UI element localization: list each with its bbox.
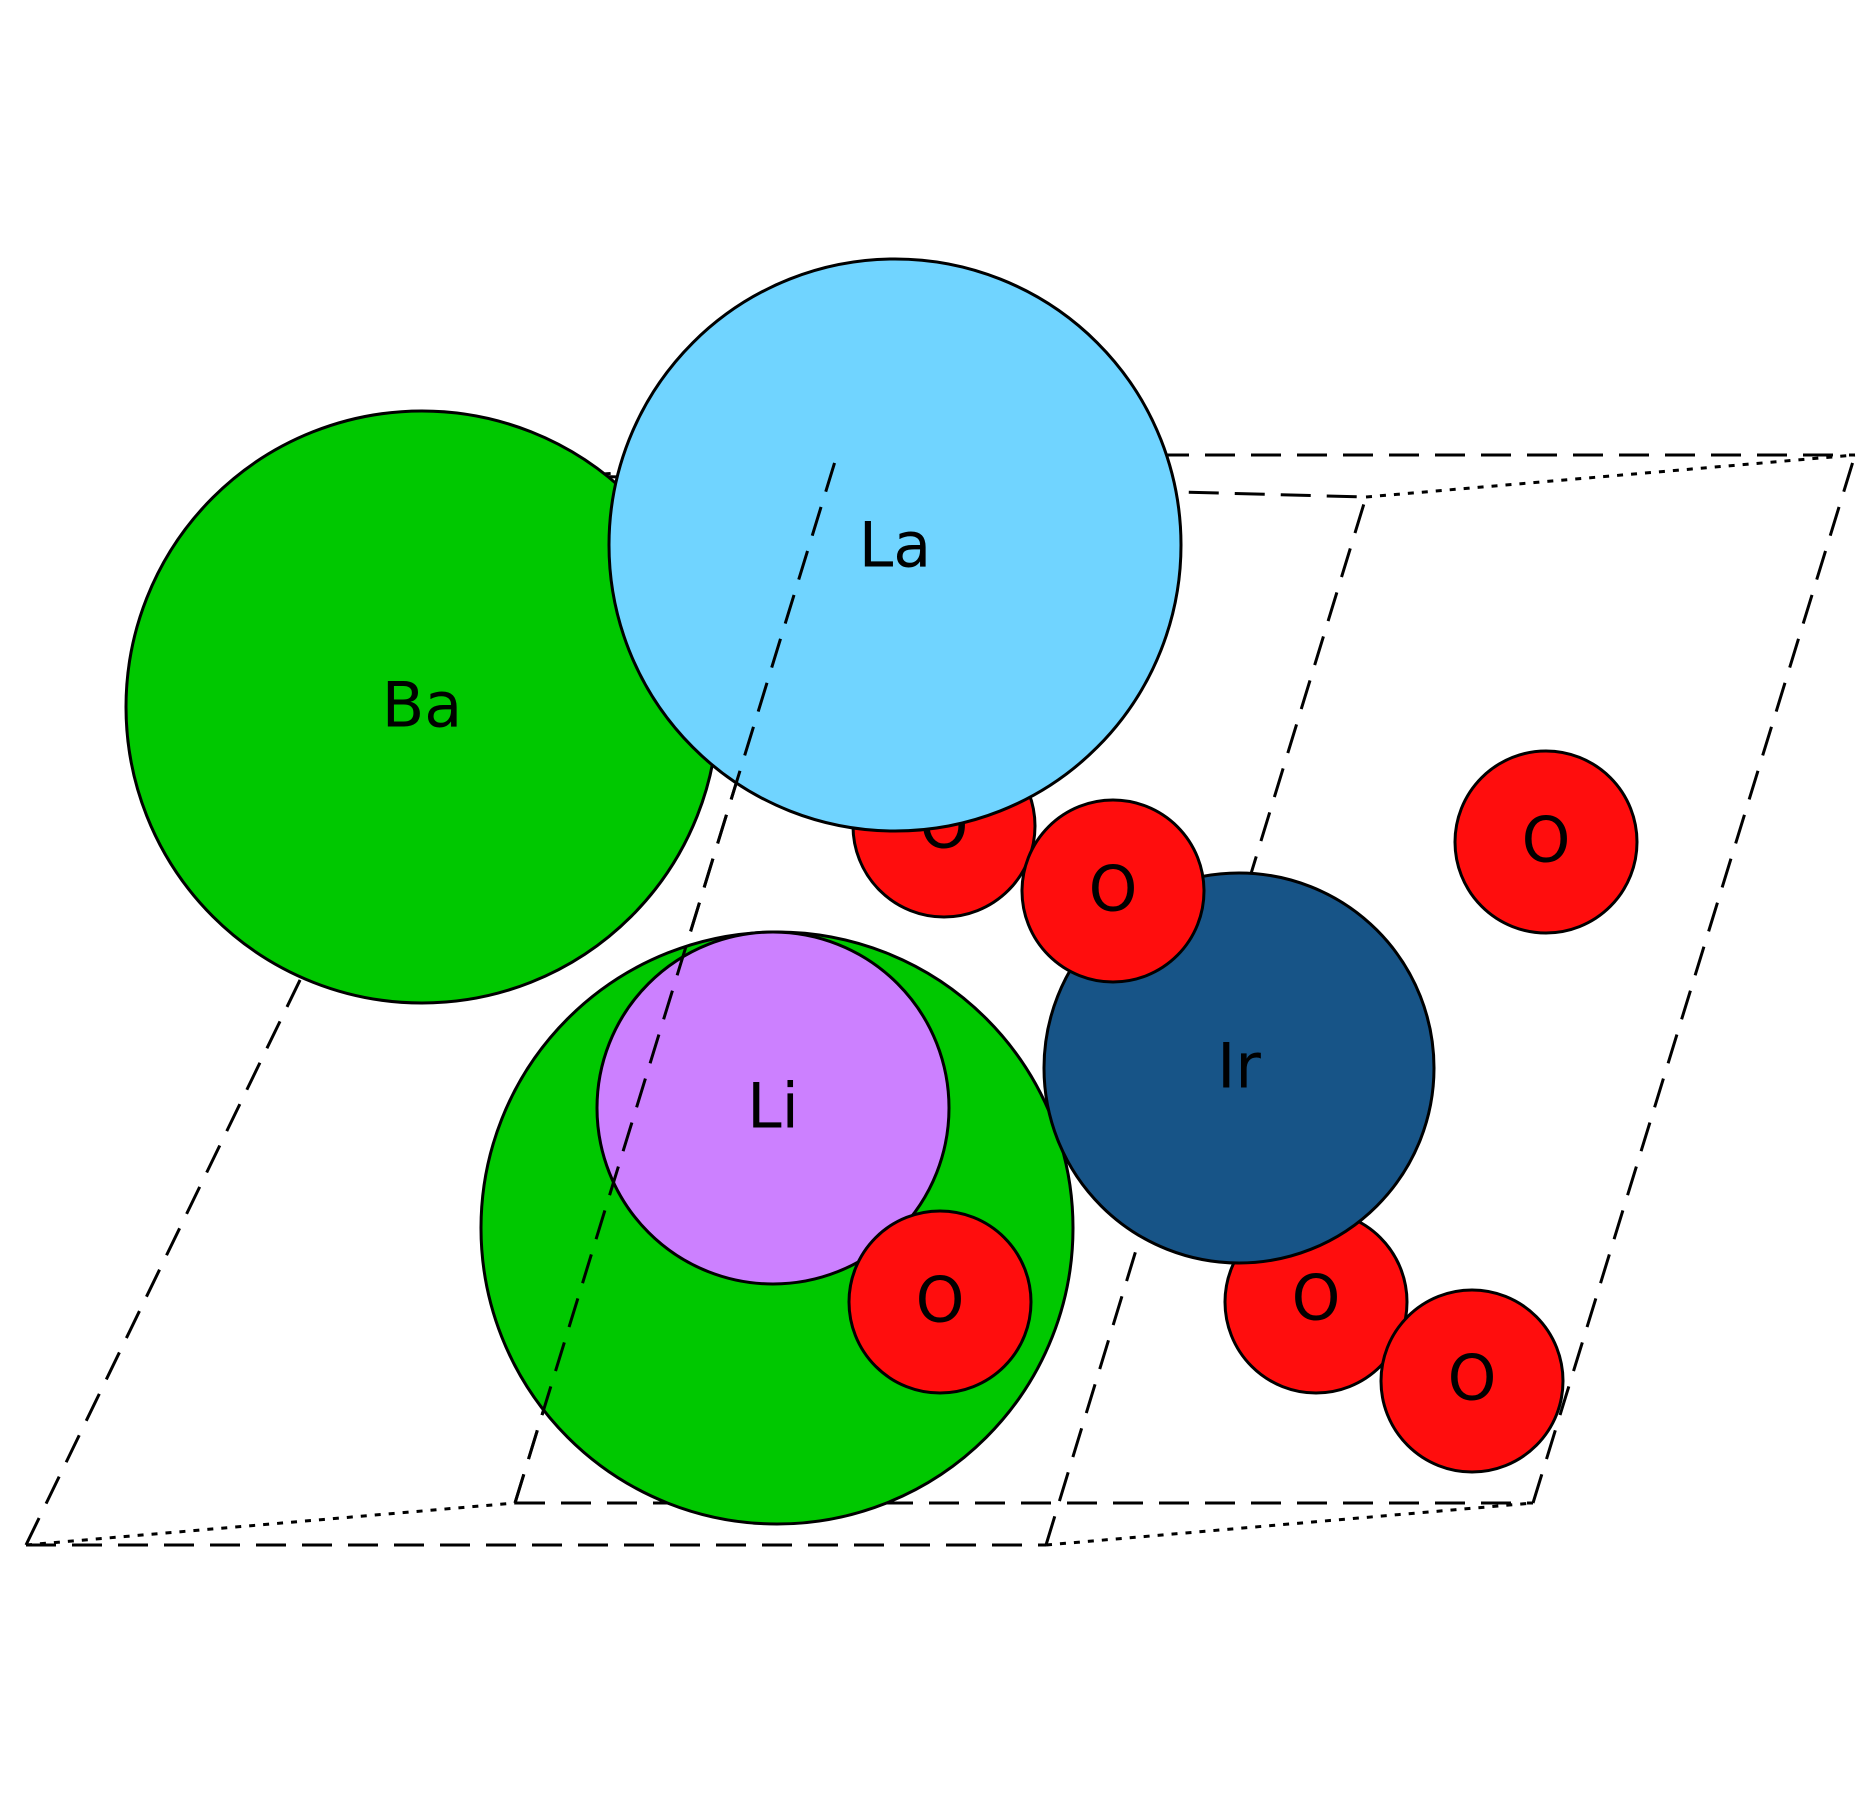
atom-label: Ba [382, 669, 463, 742]
atom-la: La [607, 257, 1183, 833]
atom-o: O [1020, 798, 1206, 984]
atom-ba: Ba [124, 409, 720, 1005]
atom-li: Li [595, 930, 951, 1286]
o-atom-sphere [1453, 749, 1639, 935]
cell-edge [1531, 454, 1857, 1504]
atom-label: La [859, 509, 932, 582]
cell-edge [1045, 1501, 1534, 1547]
o-atom-sphere [1379, 1288, 1565, 1474]
li-atom-sphere [595, 930, 951, 1286]
atom-o: O [847, 1209, 1033, 1395]
atom-label: Ir [1217, 1030, 1261, 1103]
atom-label: O [1522, 804, 1571, 877]
cell-edge [1365, 453, 1856, 499]
atom-label: O [1292, 1262, 1341, 1335]
o-atom-sphere [1020, 798, 1206, 984]
atom-label: Li [747, 1070, 799, 1143]
la-atom-sphere [607, 257, 1183, 833]
atom-o: O [1453, 749, 1639, 935]
atom-label: O [1089, 853, 1138, 926]
atom-label: O [916, 1264, 965, 1337]
atom-label: O [1448, 1342, 1497, 1415]
o-atom-sphere [847, 1209, 1033, 1395]
atom-o: O [1379, 1288, 1565, 1474]
cell-edge [25, 1501, 516, 1547]
